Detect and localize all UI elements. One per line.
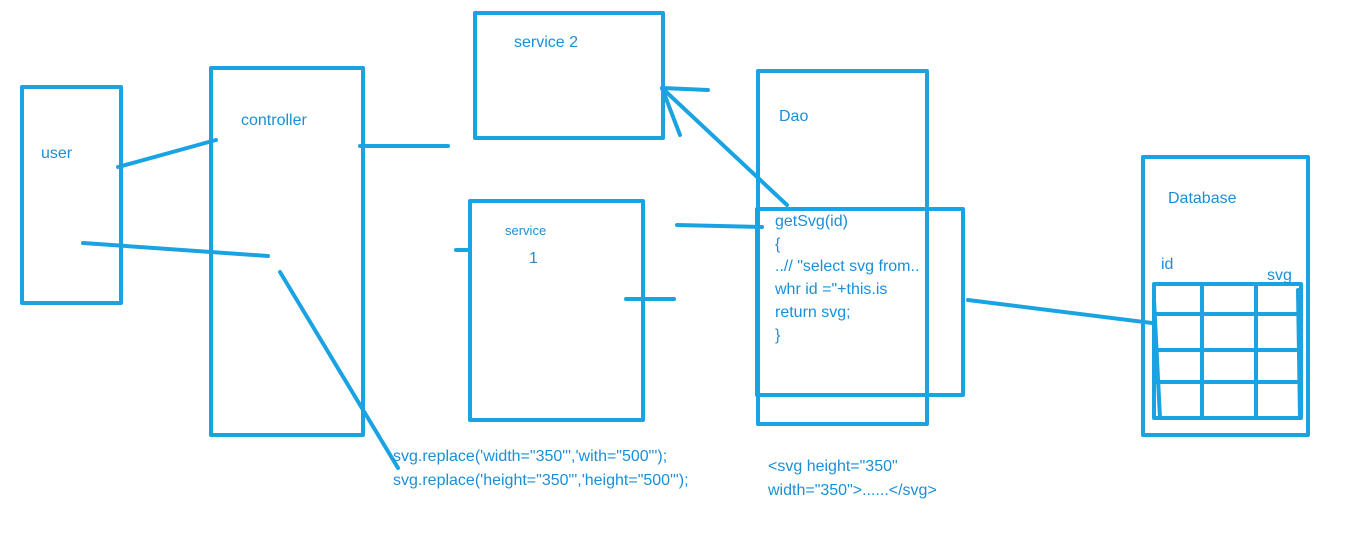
dao-to-service-2-arrow: [660, 86, 789, 207]
database-svg-column-label: svg: [1267, 267, 1292, 284]
service-1-label: service: [505, 223, 547, 238]
user-return-line: [81, 241, 270, 258]
user-box: [20, 85, 123, 305]
replace-width-note: svg.replace('width="350"','with="500"');: [393, 448, 668, 465]
get-svg-method-box: [755, 207, 965, 397]
dao-get-svg-code: getSvg(id) { ..// "select svg from.. whr…: [775, 211, 919, 347]
code-line: {: [775, 235, 781, 253]
dao-to-database-line: [966, 298, 1154, 325]
user-to-controller-line: [116, 138, 218, 169]
code-line: return svg;: [775, 303, 851, 321]
user-label: user: [41, 145, 73, 162]
arrow-head-bottom: [660, 86, 682, 137]
service-1-box: [468, 199, 645, 422]
svg-markup-note-line-1: <svg height="350": [768, 458, 898, 475]
code-line: whr id ="+this.is: [775, 281, 888, 299]
database-table-grid: [1152, 282, 1303, 420]
database-box: [1141, 155, 1310, 437]
code-line: getSvg(id): [775, 213, 848, 230]
service-2-label: service 2: [514, 34, 579, 51]
controller-label: controller: [241, 112, 307, 129]
service-2-box: [473, 11, 665, 140]
svg-markup-note-line-2: width="350">......</svg>: [768, 482, 937, 499]
database-label: Database: [1168, 190, 1237, 207]
controller-to-replace-note-line: [278, 270, 400, 470]
replace-height-note: svg.replace('height="350"','height="500"…: [393, 472, 689, 489]
arrow-head-top: [660, 86, 710, 92]
code-line: }: [775, 326, 781, 344]
dao-label: Dao: [779, 108, 809, 125]
service-1-number: 1: [529, 250, 538, 267]
service-1-to-dao-line: [675, 223, 764, 229]
database-id-column-label: id: [1161, 256, 1174, 273]
code-line: ..// "select svg from..: [775, 258, 920, 276]
